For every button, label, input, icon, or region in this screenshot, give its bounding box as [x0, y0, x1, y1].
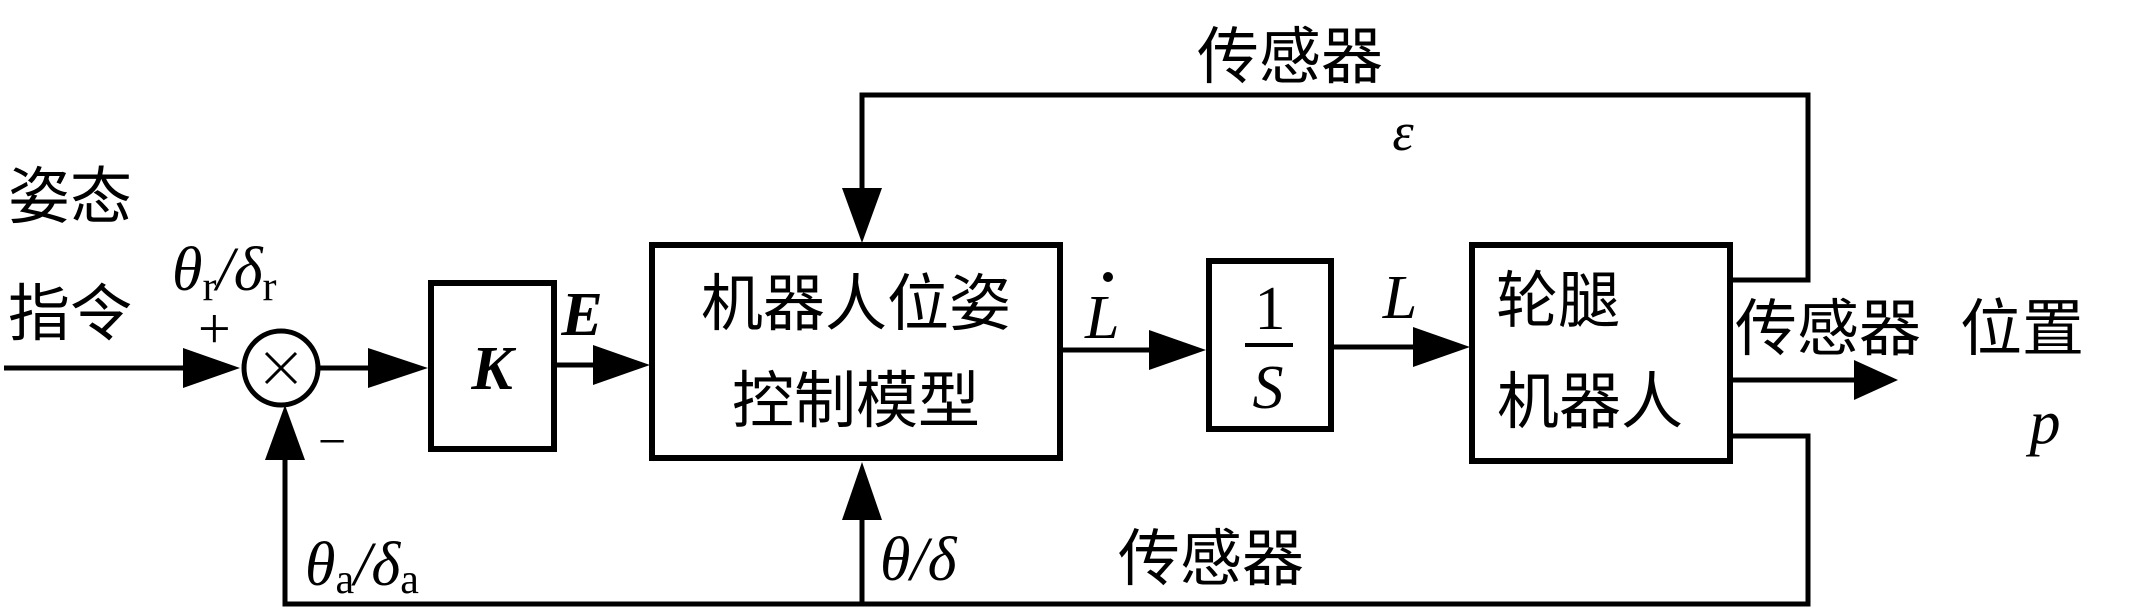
output-symbol: p	[2026, 389, 2061, 457]
input-label-line2: 指令	[8, 277, 132, 350]
top-sensor-label: 传感器	[1197, 20, 1383, 93]
top-feedback-arrowhead	[842, 188, 882, 243]
model-label-line2: 控制模型	[732, 364, 980, 437]
summing-junction	[241, 328, 321, 408]
angle-feedback-label: θ/δ	[880, 526, 958, 594]
bottom-feedback-line	[282, 433, 1811, 607]
pose-control-model-block	[649, 242, 1063, 461]
wheel-leg-robot-block	[1469, 242, 1733, 464]
robot-label-line2: 机器人	[1497, 365, 1683, 438]
angle-feedback-arrowhead	[842, 462, 882, 520]
rate-signal-label: L	[1084, 272, 1119, 352]
minus-sign: −	[318, 413, 346, 469]
model-to-integrator-arrowhead	[1149, 330, 1206, 370]
length-signal-label: L	[1382, 264, 1417, 332]
plus-sign: +	[198, 296, 231, 361]
integrator-numerator: 1	[1255, 275, 1286, 343]
robot-label-line1: 轮腿	[1496, 264, 1620, 337]
junction-to-gain-arrowhead	[368, 348, 428, 388]
error-signal-label: E	[560, 281, 602, 349]
bottom-sensor-label: 传感器	[1118, 522, 1304, 595]
svg-text:θa/δa: θa/δa	[305, 531, 419, 603]
output-label: 位置	[1960, 292, 2084, 365]
reference-signal-label: θr/δr	[172, 236, 277, 310]
input-arrowhead	[183, 348, 240, 388]
integrator-denominator: S	[1253, 354, 1284, 422]
gain-label: K	[470, 335, 516, 403]
model-label-line1: 机器人位姿	[701, 267, 1011, 340]
integrator-to-robot-arrowhead	[1413, 327, 1470, 367]
svg-text:θr/δr: θr/δr	[172, 236, 277, 310]
strain-signal-label: ε	[1392, 102, 1414, 162]
top-feedback-line	[859, 92, 1811, 283]
gain-block	[428, 280, 557, 452]
actual-attitude-signal-label: θa/δa	[305, 531, 419, 603]
gain-to-model-arrowhead	[593, 345, 650, 385]
svg-text:L: L	[1084, 284, 1119, 352]
output-arrowhead	[1854, 360, 1898, 400]
input-label-line1: 姿态	[8, 160, 132, 233]
bottom-feedback-to-junction-arrowhead	[265, 405, 305, 460]
middle-sensor-label: 传感器	[1735, 292, 1921, 365]
